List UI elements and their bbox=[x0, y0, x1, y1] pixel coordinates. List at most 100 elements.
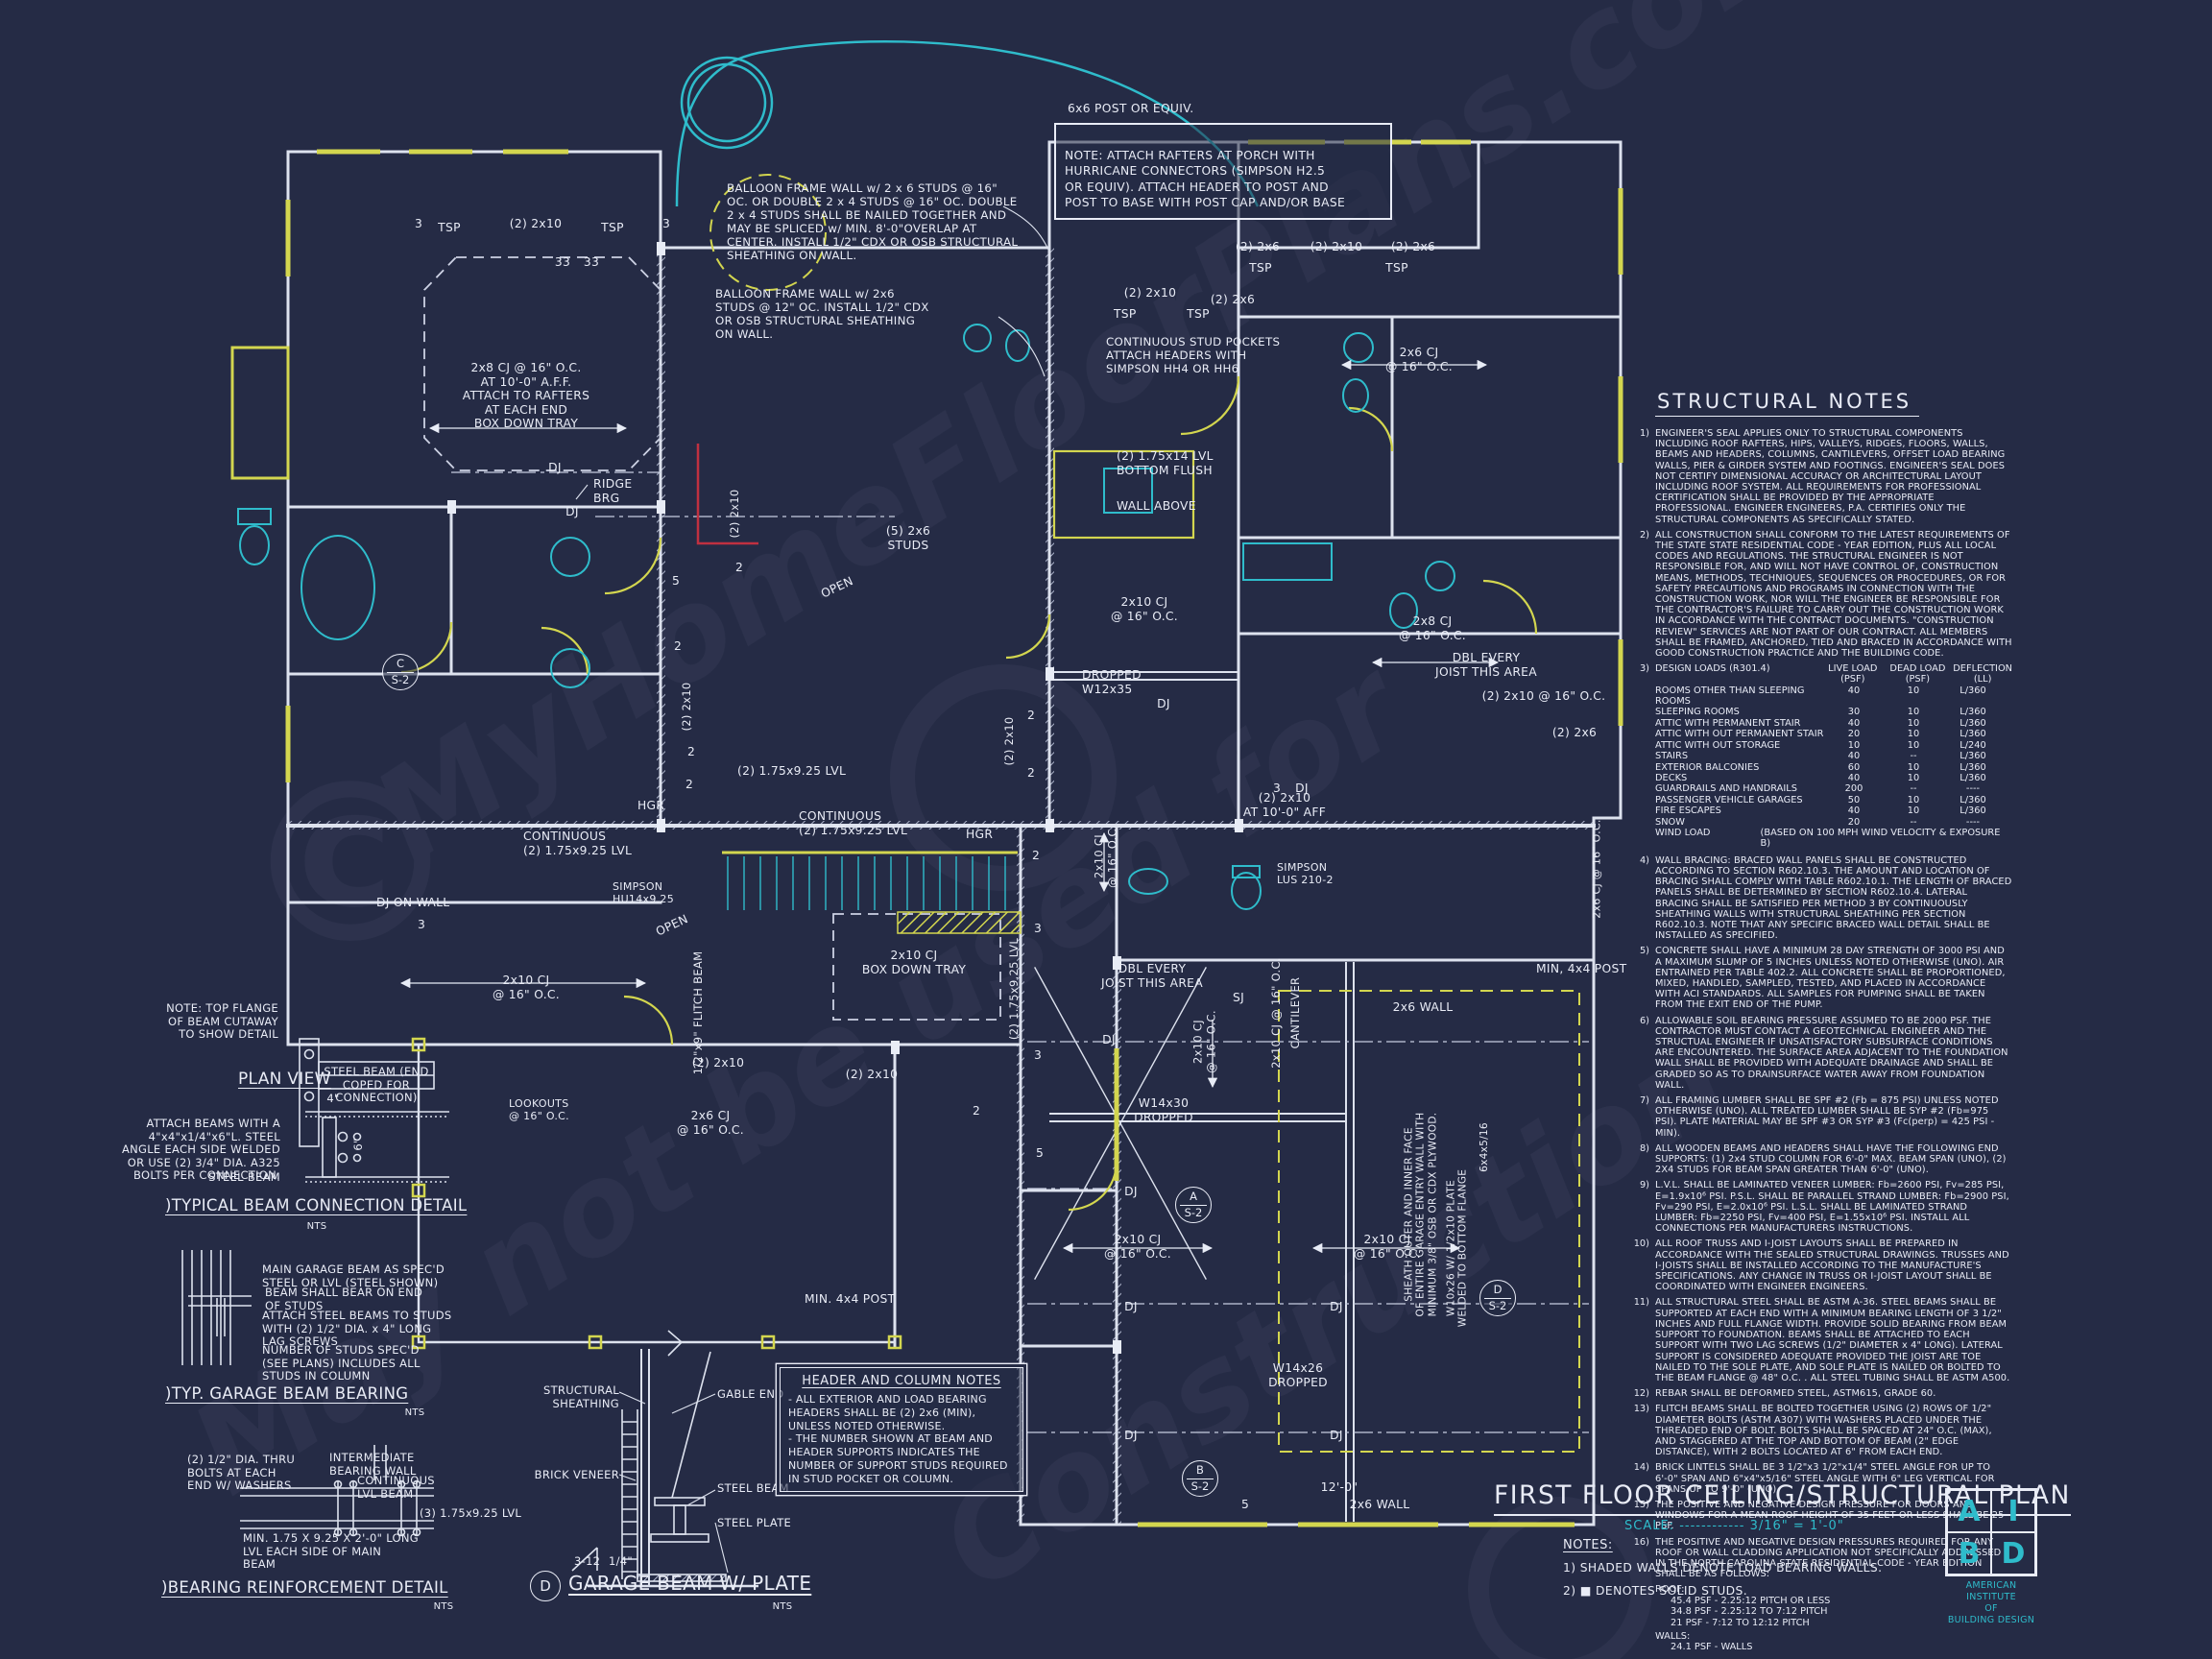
plan-label: TSP bbox=[438, 221, 461, 234]
plan-label: W10x26 W/ 1/2x10 PLATE WELDED TO BOTTOM … bbox=[1445, 1168, 1469, 1328]
structural-note: 5)CONCRETE SHALL HAVE A MINIMUM 28 DAY S… bbox=[1639, 946, 2006, 1011]
col-header-deflection: DEFLECTION (LL) bbox=[1953, 663, 2012, 685]
wind-load-note: (BASED ON 100 MPH WIND VELOCITY & EXPOSU… bbox=[1760, 827, 2001, 850]
plan-label: ATTACH BEAMS WITH A 4"x4"x1/4"x6"L. STEE… bbox=[121, 1117, 280, 1183]
solid-studs bbox=[447, 242, 1243, 1354]
plan-label: 3 bbox=[1273, 781, 1282, 795]
roof-pressure-value: 21 PSF - 7:12 TO 12:12 PITCH bbox=[1671, 1617, 1810, 1628]
plan-label: ATTACH STEEL BEAMS TO STUDS WITH (2) 1/2… bbox=[262, 1309, 452, 1349]
plan-label: MAIN GARAGE BEAM AS SPEC'D STEEL OR LVL … bbox=[262, 1262, 445, 1289]
plan-label: STEEL BEAM bbox=[717, 1481, 789, 1495]
porch-rafter-note-text: NOTE: ATTACH RAFTERS AT PORCH WITH HURRI… bbox=[1065, 148, 1346, 210]
plan-label: 2 bbox=[735, 561, 744, 574]
wall-lines bbox=[286, 140, 1623, 1527]
plan-label: CONTINUOUS LVL BEAM bbox=[357, 1474, 435, 1501]
structural-note: 13)FLITCH BEAMS SHALL BE BOLTED TOGETHER… bbox=[1633, 1404, 1992, 1458]
walls-values: 24.1 PSF - WALLS bbox=[1671, 1642, 2012, 1652]
plan-label: NTS bbox=[772, 1601, 793, 1612]
detail-drawings bbox=[181, 205, 1050, 1588]
plan-label: STEEL PLATE bbox=[717, 1516, 792, 1529]
structural-note: 7)ALL FRAMING LUMBER SHALL BE SPF #2 (Fb… bbox=[1639, 1095, 1999, 1139]
plan-label: 2 bbox=[674, 639, 683, 653]
plan-label: 3 bbox=[415, 217, 423, 230]
plan-label: (2) 2x10 @ 16" O.C. bbox=[1481, 689, 1606, 703]
plan-label: 3 bbox=[1034, 922, 1043, 935]
aibd-logo-letter: D bbox=[1991, 1532, 2035, 1575]
plan-label: 2x8 CJ @ 16" O.C. bbox=[1398, 614, 1467, 642]
plan-label: DBL EVERY JOIST THIS AREA bbox=[1435, 651, 1537, 679]
plan-label: CONTINUOUS (2) 1.75x9.25 LVL bbox=[523, 830, 633, 857]
structural-note: 16)THE POSITIVE AND NEGATIVE DESIGN PRES… bbox=[1633, 1536, 2002, 1580]
porch-rafter-note-box: NOTE: ATTACH RAFTERS AT PORCH WITH HURRI… bbox=[1054, 123, 1392, 220]
plan-label: TSP bbox=[1187, 307, 1210, 321]
svg-text:©: © bbox=[240, 737, 461, 994]
plan-label: BALLOON FRAME WALL w/ 2x6 STUDS @ 12" OC… bbox=[715, 287, 929, 341]
plan-label: DJ bbox=[548, 461, 562, 474]
plan-label: DJ bbox=[565, 505, 579, 518]
plan-label: 2x10 CJ @ 16" O.C. bbox=[1353, 1233, 1422, 1261]
structural-note: 1)ENGINEER'S SEAL APPLIES ONLY TO STRUCT… bbox=[1639, 428, 2006, 525]
plan-label: 2x10 CJ @ 16" O.C. bbox=[1110, 595, 1179, 623]
structural-note: 8)ALL WOODEN BEAMS AND HEADERS SHALL HAV… bbox=[1639, 1142, 2007, 1176]
structural-notes-title: STRUCTURAL NOTES bbox=[1655, 390, 1920, 417]
aibd-logo-letter: I bbox=[1991, 1490, 2035, 1532]
structural-note: 10)ALL ROOF TRUSS AND I-JOIST LAYOUTS SH… bbox=[1633, 1238, 2009, 1293]
plan-label: (2) 2x10 bbox=[845, 1068, 899, 1081]
roof-label: ROOF: bbox=[1655, 1584, 1685, 1596]
red-accent-wall bbox=[696, 444, 758, 545]
aibd-org-name: AMERICAN INSTITUTE OF BUILDING DESIGN bbox=[1947, 1580, 2035, 1625]
plan-label: 2 bbox=[685, 778, 694, 791]
plan-label: 2x6 WALL bbox=[1392, 1000, 1454, 1014]
plan-label: NTS bbox=[433, 1601, 454, 1612]
plan-label: SHEATH OUTER AND INNER FACE OF ENTIRE GA… bbox=[1403, 1112, 1439, 1317]
steel-beam-lines bbox=[1049, 671, 1355, 1522]
aibd-logo-letter: A bbox=[1947, 1490, 1991, 1532]
plan-label: BALLOON FRAME WALL w/ 2 x 6 STUDS @ 16" … bbox=[727, 181, 1019, 262]
roof-pressure-value: 34.8 PSF - 2.25:12 TO 7:12 PITCH bbox=[1671, 1606, 1828, 1618]
plan-label: PLAN VIEW bbox=[238, 1070, 331, 1089]
plan-label: SIMPSON HU14x9.25 bbox=[613, 880, 675, 905]
plan-label: STEEL BEAM bbox=[208, 1170, 280, 1184]
plan-label: INTERMEDIATE BEARING WALL bbox=[329, 1451, 417, 1478]
plan-label: (2) 2x10 bbox=[680, 682, 694, 732]
plan-label: 3 bbox=[1034, 1048, 1043, 1062]
plan-label: MIN, 4x4 POST bbox=[1536, 962, 1627, 975]
kitchen-island bbox=[1052, 449, 1195, 540]
plan-label: 4" bbox=[326, 1092, 340, 1105]
porch-posts bbox=[230, 346, 902, 1350]
plan-label: (2) 2x6 bbox=[1210, 293, 1256, 306]
plan-label: NOTE: TOP FLANGE OF BEAM CUTAWAY TO SHOW… bbox=[166, 1001, 278, 1042]
plan-label: 3 bbox=[662, 217, 671, 230]
dimension-arrows bbox=[399, 359, 1500, 1254]
sheet-scale: SCALE: ------------ 3/16" = 1'-0" bbox=[1624, 1519, 1844, 1533]
structural-note: 12)REBAR SHALL BE DEFORMED STEEL, ASTM61… bbox=[1633, 1388, 1936, 1400]
tray-outlines bbox=[423, 256, 1001, 1021]
structural-notes-panel: STRUCTURAL NOTES 1)ENGINEER'S SEAL APPLI… bbox=[1630, 390, 2012, 1653]
design-loads-num: 3) bbox=[1639, 663, 1649, 675]
plan-label: CONTINUOUS STUD POCKETS ATTACH HEADERS W… bbox=[1106, 335, 1281, 375]
plan-label: DBL EVERY JOIST THIS AREA bbox=[1101, 962, 1203, 990]
structural-note: 4)WALL BRACING: BRACED WALL PANELS SHALL… bbox=[1639, 854, 2012, 942]
walls-label: WALLS: bbox=[1655, 1630, 1691, 1642]
notes-list-a: 1)ENGINEER'S SEAL APPLIES ONLY TO STRUCT… bbox=[1630, 428, 2012, 659]
plan-label: DJ ON WALL bbox=[376, 896, 450, 909]
plan-label: SJ bbox=[1233, 991, 1245, 1004]
plan-label: 5 bbox=[672, 574, 681, 588]
garage-ceiling-zone bbox=[709, 174, 1580, 1453]
plan-label: 2x6 CJ @ 16" O.C. bbox=[1384, 346, 1454, 373]
plan-label: WALL ABOVE bbox=[1117, 499, 1196, 513]
plan-label: CONTINUOUS (2) 1.75x9.25 LVL bbox=[799, 809, 908, 837]
plan-label: DJ bbox=[1102, 1033, 1116, 1046]
plan-label: (2) 2x10 bbox=[509, 217, 563, 230]
plan-label: BEAM SHALL BEAR ON END OF STUDS bbox=[265, 1286, 423, 1312]
